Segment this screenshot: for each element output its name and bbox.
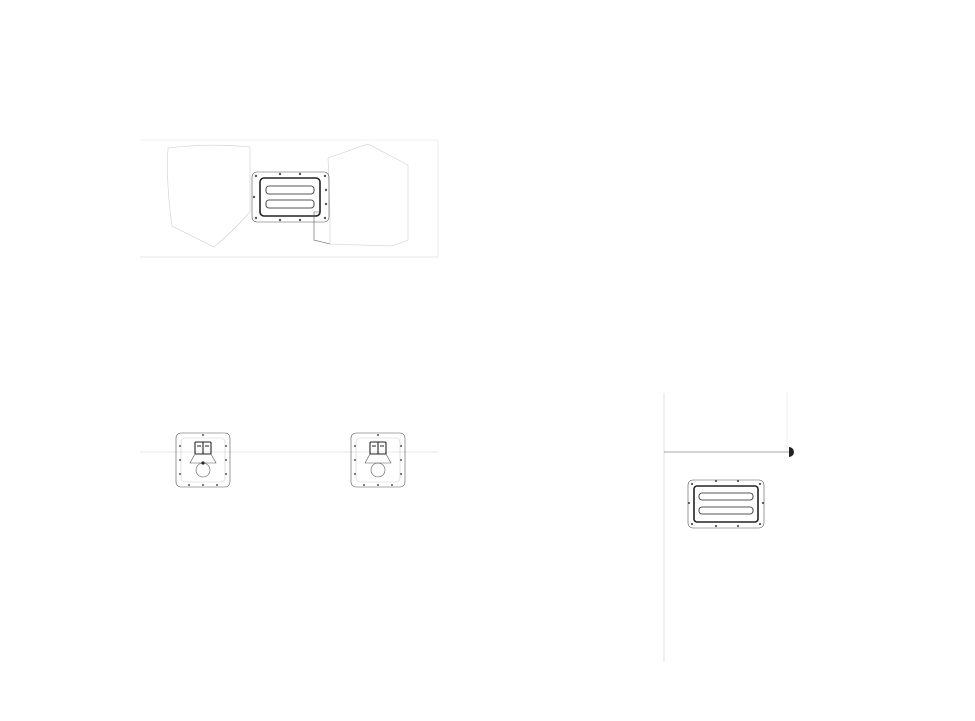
screw-hole <box>714 524 718 528</box>
screw-hole <box>758 522 762 526</box>
screw-hole <box>252 195 256 199</box>
screw-hole <box>278 172 282 176</box>
screw-hole <box>736 524 740 528</box>
mounting-screws <box>252 172 328 222</box>
front-view-handle-left <box>175 432 231 488</box>
screw-hole <box>323 174 327 178</box>
handle-cup <box>259 177 321 217</box>
screw-hole <box>278 218 282 222</box>
screw-hole <box>714 479 718 483</box>
axis-arrowhead <box>789 447 794 457</box>
screw-hole <box>687 501 691 505</box>
screw-hole <box>323 216 327 220</box>
screw-hole <box>690 522 694 526</box>
screw-hole <box>254 216 258 220</box>
screw-hole <box>298 218 302 222</box>
left-panel-outline <box>167 144 251 248</box>
section-view-panel-handle <box>663 393 794 662</box>
lever-center-dot <box>201 461 205 465</box>
handle-bar-upper <box>265 185 315 195</box>
screw-hole <box>324 202 328 206</box>
screw-hole <box>254 174 258 178</box>
handle-flange <box>251 171 330 223</box>
front-view-handle-right <box>350 432 406 488</box>
right-panel-outline <box>327 143 409 247</box>
screw-hole <box>761 501 765 505</box>
handle-bar-lower <box>265 199 315 209</box>
section-handle-bar-upper <box>698 492 754 501</box>
screw-hole <box>758 482 762 486</box>
section-handle-bar-lower <box>698 506 754 515</box>
section-handle-flange <box>687 479 765 529</box>
screw-hole <box>298 172 302 176</box>
screw-hole <box>690 482 694 486</box>
section-handle-cup <box>693 485 759 523</box>
leader-line <box>313 211 331 245</box>
screw-hole <box>324 188 328 192</box>
screw-hole <box>736 479 740 483</box>
section-mounting-screws <box>687 479 765 528</box>
top-view-panel-handle-installed <box>140 139 439 258</box>
